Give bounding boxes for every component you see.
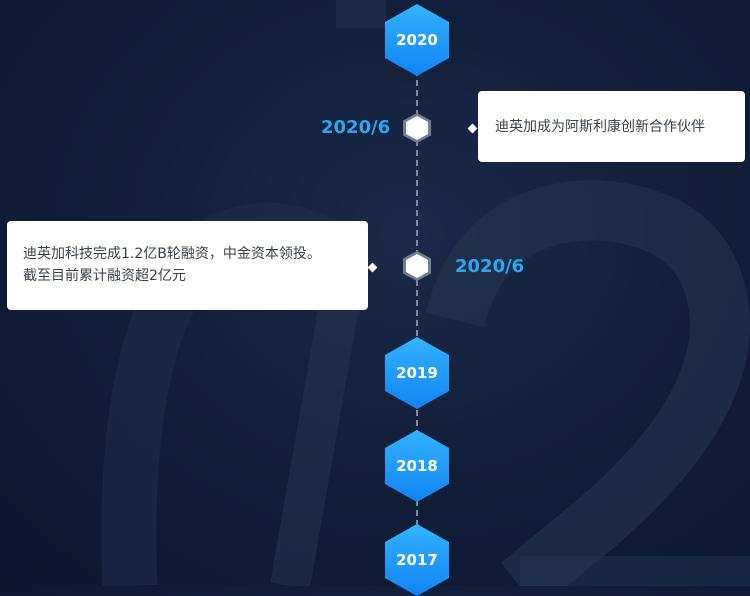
hexagon-event-node-icon: [403, 251, 431, 281]
year-badge-label: 2019: [396, 364, 438, 382]
event-card: 迪英加成为阿斯利康创新合作伙伴: [478, 91, 745, 162]
event-date: 2020/6: [321, 117, 391, 138]
hexagon-event-node-icon: [403, 113, 431, 143]
event-date: 2020/6: [455, 256, 525, 277]
event-card: 迪英加科技完成1.2亿B轮融资，中金资本领投。 截至目前累计融资超2亿元: [7, 221, 368, 310]
event-text: 迪英加成为阿斯利康创新合作伙伴: [495, 119, 705, 135]
diamond-connector-icon: [367, 262, 378, 273]
year-badge-label: 2018: [396, 457, 438, 475]
timeline-line: [416, 40, 418, 586]
year-badge-2020[interactable]: 2020: [385, 4, 449, 76]
year-badge-2017[interactable]: 2017: [385, 524, 449, 596]
year-badge-label: 2017: [396, 551, 438, 569]
year-badge-label: 2020: [396, 31, 438, 49]
year-badge-2018[interactable]: 2018: [385, 430, 449, 502]
event-text-line: 迪英加科技完成1.2亿B轮融资，中金资本领投。: [23, 246, 321, 262]
diamond-connector-icon: [467, 123, 478, 134]
year-badge-2019[interactable]: 2019: [385, 337, 449, 409]
event-text-line: 截至目前累计融资超2亿元: [23, 268, 186, 284]
